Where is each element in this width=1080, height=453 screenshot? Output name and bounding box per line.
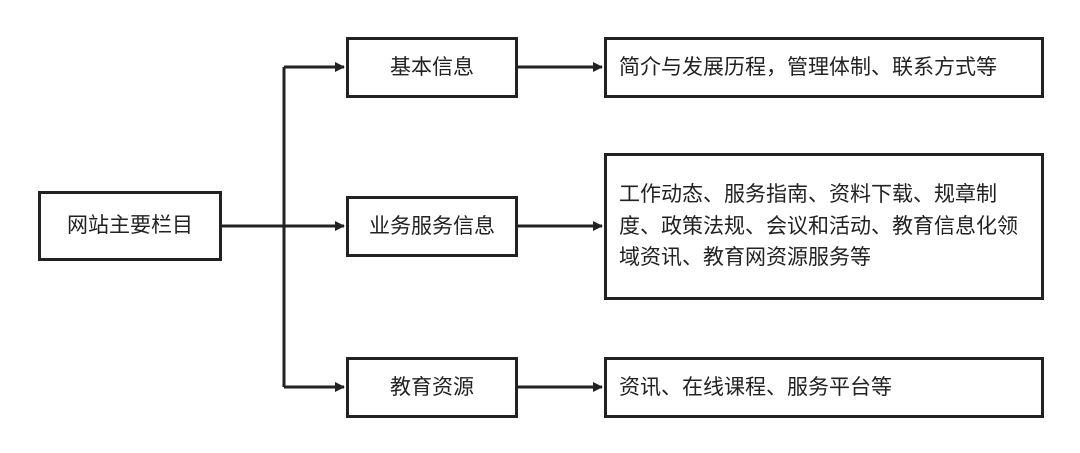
root-node-label: 网站主要栏目: [67, 213, 193, 238]
root-node: 网站主要栏目: [38, 191, 222, 261]
detail-node-text: 工作动态、服务指南、资料下载、规章制度、政策法规、会议和活动、教育信息化领域资讯…: [619, 182, 1018, 270]
detail-node-business-service: 工作动态、服务指南、资料下载、规章制度、政策法规、会议和活动、教育信息化领域资讯…: [604, 153, 1044, 300]
detail-node-education-resources: 资讯、在线课程、服务平台等: [604, 357, 1044, 418]
detail-node-text: 简介与发展历程，管理体制、联系方式等: [619, 54, 997, 79]
detail-node-text: 资讯、在线课程、服务平台等: [619, 374, 892, 399]
category-node-basic-info: 基本信息: [346, 37, 518, 98]
category-node-label: 基本信息: [390, 54, 474, 79]
category-node-business-service: 业务服务信息: [346, 196, 518, 257]
category-node-label: 业务服务信息: [369, 213, 495, 238]
category-node-education-resources: 教育资源: [346, 357, 518, 418]
detail-node-basic-info: 简介与发展历程，管理体制、联系方式等: [604, 37, 1044, 98]
category-node-label: 教育资源: [390, 374, 474, 399]
